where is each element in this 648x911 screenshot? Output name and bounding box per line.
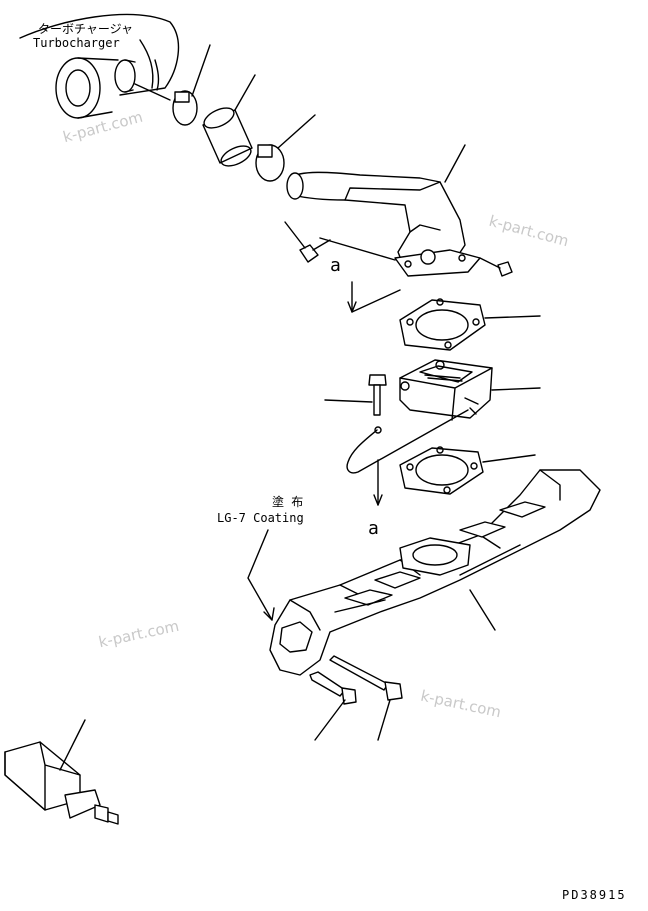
view-a-label-bottom: a [368,518,379,539]
coating-label-jp: 塗 布 [272,495,304,509]
view-a-leader-top [319,237,401,313]
heater-element [4,719,119,825]
turbocharger [19,13,180,119]
bolt-manifold-1 [309,671,357,741]
view-a-label-top: a [330,255,341,276]
rubber-hose [202,74,256,167]
bolt-left [284,221,331,263]
coating-label-en: LG-7 Coating [217,511,304,525]
intake-heater [399,359,541,421]
hose-clamp-2 [255,114,316,182]
turbocharger-label-jp: ターボチャージャ [38,22,134,36]
bolt-vertical [324,374,387,416]
hose-clamp-1 [172,44,211,126]
drawing-number: PD38915 [562,888,627,902]
intake-manifold [269,469,601,676]
bolt-right [479,257,513,277]
turbocharger-label-en: Turbocharger [33,36,120,50]
view-a-leader-bottom [373,459,383,506]
gasket-upper [399,298,541,351]
bolt-manifold-2 [329,655,403,741]
gasket-lower [399,446,536,495]
wire-harness [346,409,469,474]
coating-leader [247,529,275,621]
connector-pipe [286,144,481,277]
